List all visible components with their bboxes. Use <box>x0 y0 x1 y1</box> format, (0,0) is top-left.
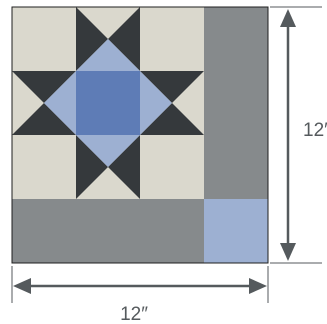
height-arrow-top <box>280 9 296 27</box>
star-point-right-bottom <box>140 103 204 135</box>
star-point-bottom-right <box>108 135 140 199</box>
width-dimension <box>13 278 267 294</box>
extension-lines <box>11 6 322 303</box>
center-square <box>76 71 140 135</box>
star-point-left-top <box>12 71 76 103</box>
star-point-top-left <box>76 7 108 71</box>
star-points <box>12 7 204 199</box>
star-point-right-top <box>140 71 204 103</box>
width-arrow-left <box>13 278 31 294</box>
height-arrow-bottom <box>280 243 296 261</box>
block-outline <box>11 6 269 264</box>
right-border-strip <box>204 7 268 199</box>
bottom-border-strip <box>12 199 204 263</box>
star-point-top-right <box>108 7 140 71</box>
height-dimension <box>280 9 296 261</box>
star-point-bottom-left <box>76 135 108 199</box>
width-label: 12″ <box>120 304 148 324</box>
width-arrow-right <box>249 278 267 294</box>
corner-square <box>204 199 268 263</box>
height-label: 12′ <box>303 120 327 141</box>
star-point-left-bottom <box>12 103 76 135</box>
